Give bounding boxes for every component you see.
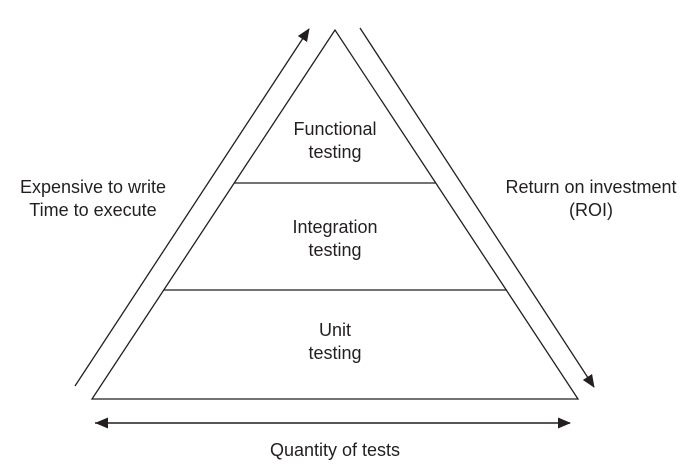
left-axis-label-line: Time to execute [29,200,157,220]
layer-label-integration-testing: Integration testing [235,216,435,262]
layer-label-line: testing [308,343,362,363]
right-axis-label-line: Return on investment [505,177,677,197]
layer-label-line: Functional [293,119,377,139]
right-down-arrow [359,27,595,388]
bottom-axis-label: Quantity of tests [269,440,401,460]
left-up-arrow [74,28,310,387]
layer-label-unit-testing: Unit testing [235,319,435,365]
layer-label-line: testing [308,240,362,260]
right-axis-label: Return on investment (ROI) [481,176,693,222]
left-axis-label: Expensive to write Time to execute [0,176,193,222]
layer-label-functional-testing: Functional testing [235,118,435,164]
right-axis-label-line: (ROI) [569,200,613,220]
layer-label-line: Integration [292,217,378,237]
pyramid-outline [90,28,580,400]
layer-label-line: Unit [318,320,351,340]
left-axis-label-line: Expensive to write [19,177,167,197]
layer-label-line: testing [308,142,362,162]
